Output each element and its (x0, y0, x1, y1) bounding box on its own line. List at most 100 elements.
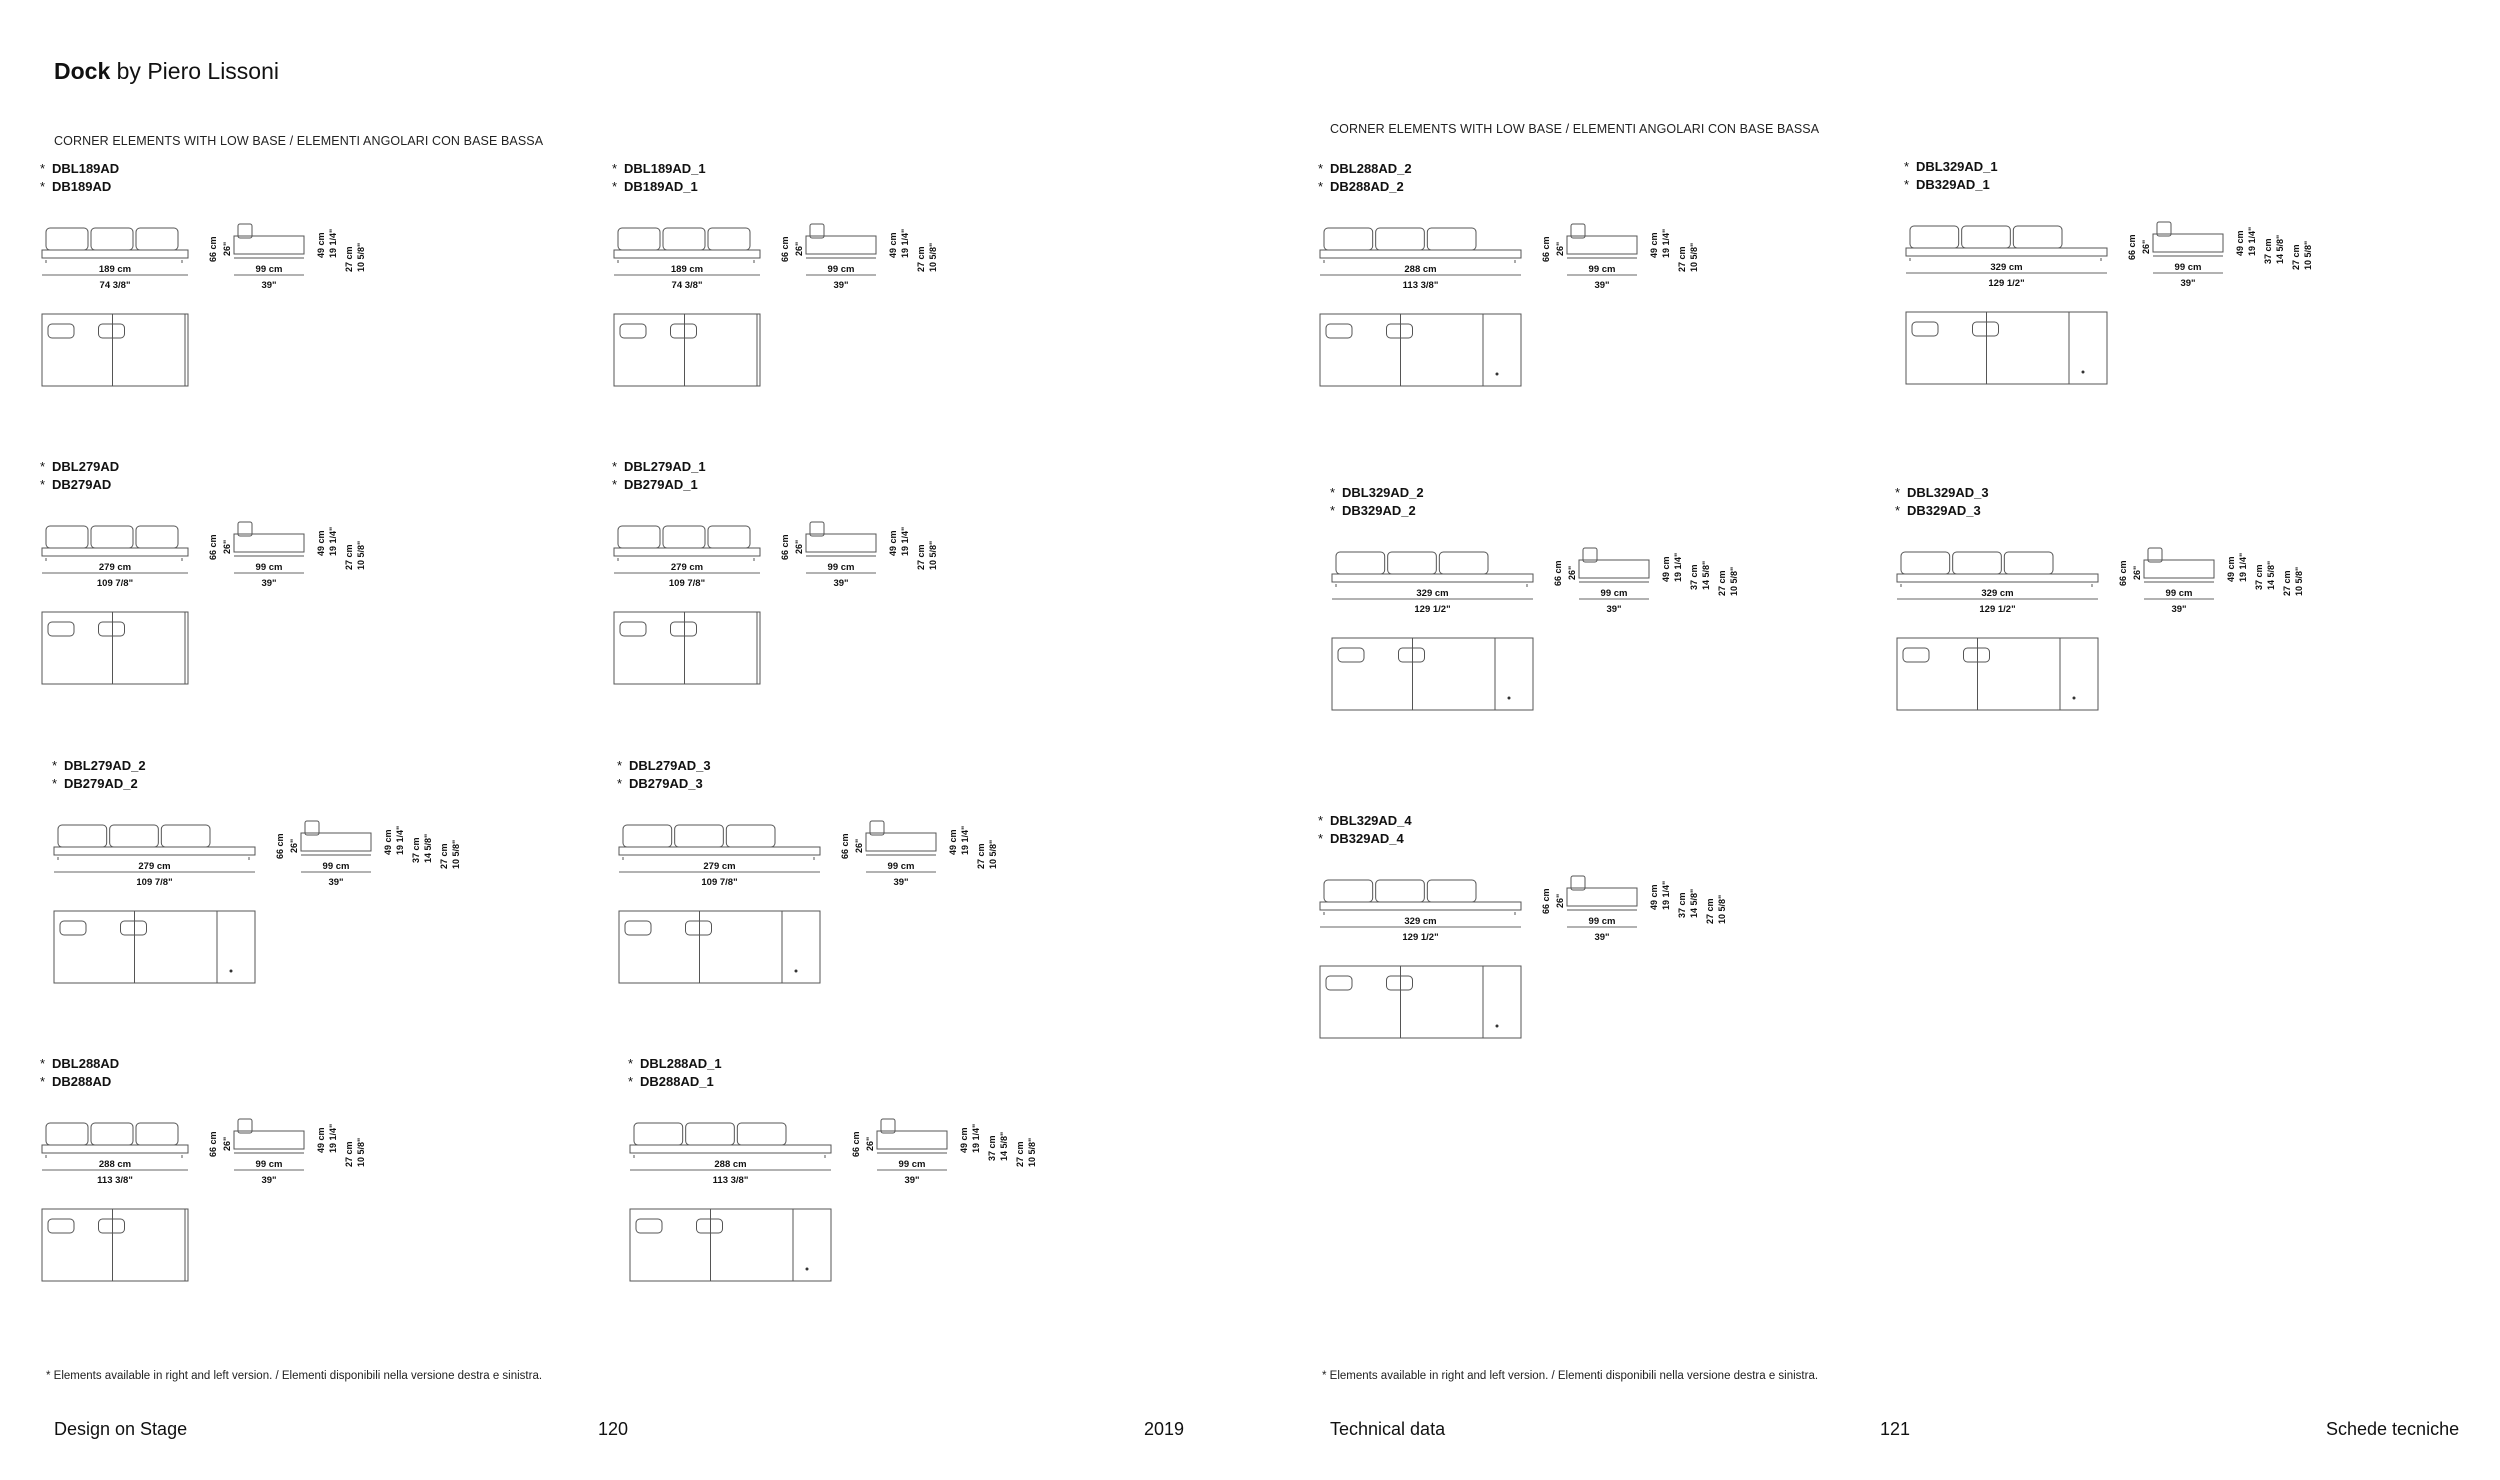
seat-cm-label: 49 cm (316, 1127, 326, 1153)
model-code: DBL329AD_2 (1342, 485, 1424, 500)
seat-in-label: 19 1/4" (900, 526, 910, 556)
width-dimension-line (40, 272, 190, 278)
asterisk-mark: * (612, 477, 618, 492)
depth-cm-label: 99 cm (322, 861, 350, 872)
height-cm-label: 66 cm (208, 236, 218, 262)
height-in-label: 26" (1555, 241, 1565, 256)
height-in-label: 26" (2132, 565, 2142, 580)
depth-in-label: 39" (893, 877, 909, 888)
model-codes: *DBL189AD*DB189AD (40, 160, 119, 196)
depth-dimension-line (1577, 596, 1657, 602)
base-in-label: 10 5/8" (1729, 566, 1739, 596)
asterisk-mark: * (1318, 161, 1324, 176)
width-in-label: 113 3/8" (97, 1175, 133, 1186)
asterisk-mark: * (1318, 179, 1324, 194)
front-elevation-drawing (1895, 544, 2100, 594)
side-elevation-drawing (232, 518, 312, 568)
depth-cm-label: 99 cm (1588, 916, 1616, 927)
asterisk-mark: * (1330, 503, 1336, 518)
base-in-label: 10 5/8" (1717, 894, 1727, 924)
height-in-label: 26" (289, 838, 299, 853)
height-in-label: 26" (794, 241, 804, 256)
depth-dimension-line (232, 1167, 312, 1173)
height-in-label: 26" (865, 1136, 875, 1151)
model-code: DB189AD (52, 179, 112, 194)
width-cm-label: 329 cm (1990, 262, 2023, 273)
base-cm-label: 27 cm (1015, 1141, 1025, 1167)
depth-dimension-line (2142, 596, 2222, 602)
model-code: DB329AD_2 (1342, 503, 1416, 518)
model-code: DBL279AD_2 (64, 758, 146, 773)
width-in-label: 113 3/8" (1402, 280, 1439, 291)
base-in-label: 10 5/8" (451, 839, 461, 869)
base-cm-label: 27 cm (439, 843, 449, 869)
width-in-label: 113 3/8" (712, 1175, 749, 1186)
asterisk-mark: * (52, 758, 58, 773)
depth-in-label: 39" (1606, 604, 1622, 615)
height-in-label: 26" (2141, 239, 2151, 254)
width-in-label: 74 3/8" (671, 280, 703, 291)
model-codes: *DBL288AD_2*DB288AD_2 (1318, 160, 1412, 196)
width-cm-label: 189 cm (670, 264, 704, 275)
height-cm-label: 66 cm (208, 1131, 218, 1157)
model-code: DB279AD_2 (64, 776, 138, 791)
base-in-label: 10 5/8" (2294, 566, 2304, 596)
height-in-label: 26" (222, 241, 232, 256)
front-elevation-drawing (1318, 220, 1523, 270)
model-code: DBL288AD (52, 1056, 120, 1071)
seat-in-label: 19 1/4" (328, 1123, 338, 1153)
width-dimension-line (1330, 596, 1535, 602)
width-dimension-line (1318, 272, 1523, 278)
depth-in-label: 39" (2180, 278, 2196, 289)
width-in-label: 109 7/8" (668, 578, 706, 589)
width-dimension-line (628, 1167, 833, 1173)
model-code: DB288AD_1 (640, 1074, 714, 1089)
side-elevation-drawing (864, 817, 944, 867)
seat-cm-label: 49 cm (383, 829, 393, 855)
base-cm-label: 27 cm (344, 544, 354, 570)
seat-in-label: 19 1/4" (1673, 552, 1683, 582)
height-cm-label: 66 cm (1553, 560, 1563, 586)
footer-year: 2019 (1144, 1419, 1185, 1439)
base-in-label: 10 5/8" (1689, 242, 1699, 272)
depth-in-label: 39" (261, 280, 277, 291)
depth-cm-label: 99 cm (1600, 588, 1628, 599)
depth-in-label: 39" (1594, 280, 1610, 291)
side-elevation-drawing (232, 220, 312, 270)
base-cm-label: 27 cm (1717, 570, 1727, 596)
model-code: DB279AD_3 (629, 776, 703, 791)
seat-in-label: 19 1/4" (328, 228, 338, 258)
seat-cm-label: 49 cm (959, 1127, 969, 1153)
width-dimension-line (52, 869, 257, 875)
front-elevation-drawing (40, 1115, 190, 1165)
asterisk-mark: * (617, 776, 623, 791)
base-in-label: 10 5/8" (356, 540, 366, 570)
model-code: DB329AD_4 (1330, 831, 1404, 846)
seat-in-label: 19 1/4" (1661, 880, 1671, 910)
height-cm-label: 66 cm (851, 1131, 861, 1157)
width-dimension-line (1318, 924, 1523, 930)
depth-cm-label: 99 cm (2165, 588, 2193, 599)
seat-cm-label: 49 cm (1649, 884, 1659, 910)
base-cm-label: 27 cm (344, 246, 354, 272)
asterisk-mark: * (40, 179, 46, 194)
width-cm-label: 329 cm (1981, 588, 2014, 599)
model-code: DBL329AD_4 (1330, 813, 1412, 828)
depth-in-label: 39" (1594, 932, 1610, 943)
base-cm-label: 27 cm (1705, 898, 1715, 924)
model-codes: *DBL279AD_2*DB279AD_2 (52, 757, 146, 793)
model-code: DBL279AD (52, 459, 120, 474)
front-elevation-drawing (617, 817, 822, 867)
model-codes: *DBL288AD_1*DB288AD_1 (628, 1055, 722, 1091)
plan-view-drawing (1895, 636, 2104, 716)
height-cm-label: 66 cm (275, 833, 285, 859)
depth-dimension-line (1565, 924, 1645, 930)
base-cm-label: 27 cm (344, 1141, 354, 1167)
height-in-label: 26" (222, 539, 232, 554)
width-cm-label: 279 cm (98, 562, 132, 573)
side-elevation-drawing (1577, 544, 1657, 594)
seat-in-label: 19 1/4" (1661, 228, 1671, 258)
front-elevation-drawing (1318, 872, 1523, 922)
depth-cm-label: 99 cm (255, 1159, 283, 1170)
seat-in-label: 19 1/4" (900, 228, 910, 258)
